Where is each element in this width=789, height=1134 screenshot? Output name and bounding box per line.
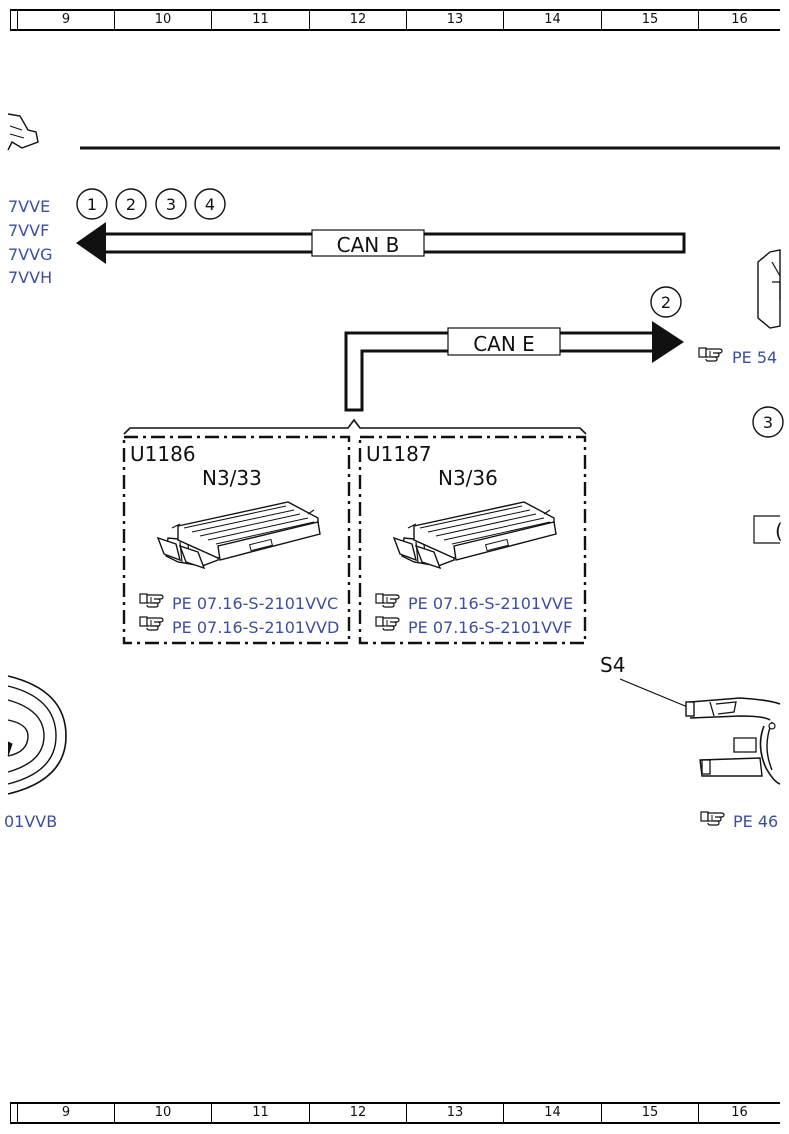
circled-number: 3 [752, 406, 784, 438]
column-ruler-top: 9 10 11 12 13 14 15 16 [10, 9, 780, 31]
pointing-hand-icon [375, 593, 400, 608]
can-b-label: CAN B [337, 233, 400, 257]
ruler-cell: 14 [503, 1104, 601, 1122]
can-b-bus: CAN B [76, 222, 686, 264]
svg-text:(: ( [775, 519, 783, 543]
circled-number: 4 [194, 188, 226, 220]
svg-text:1: 1 [87, 195, 97, 214]
round-component-partial-icon [7, 675, 67, 795]
left-bottom-ref[interactable]: 01VVB [4, 812, 57, 831]
switch-label: S4 [600, 653, 625, 677]
circled-number: 1 [76, 188, 108, 220]
ruler-cell: 10 [114, 1104, 211, 1122]
right-partial-box: ( [753, 515, 783, 544]
right-ref-lower[interactable]: PE 46 [733, 812, 778, 831]
ruler-cell: 9 [17, 1104, 114, 1122]
svg-text:2: 2 [126, 195, 136, 214]
ruler-cell-partial [10, 11, 17, 29]
ruler-cell: 12 [309, 1104, 406, 1122]
can-e-bus: CAN E [344, 321, 684, 412]
ruler-cell-partial [10, 1104, 17, 1122]
ruler-cell: 16 [698, 1104, 780, 1122]
component-code: N3/33 [202, 466, 262, 490]
steering-column-switch-icon [685, 697, 781, 785]
component-u1187: U1187 N3/36 PE 07.16-S-2101VVE PE 07.16-… [358, 435, 587, 645]
ruler-cell: 12 [309, 11, 406, 29]
component-code: N3/36 [438, 466, 498, 490]
switch-leader-line [619, 678, 691, 709]
pointing-hand-icon [700, 811, 725, 826]
left-ref[interactable]: 7VVE [8, 197, 50, 216]
left-ref[interactable]: 7VVG [8, 245, 52, 264]
component-u1186: U1186 N3/33 PE 07.16-S-2101VVC PE 07.16-… [122, 435, 351, 645]
ruler-cell: 14 [503, 11, 601, 29]
column-ruler-bottom: 9 10 11 12 13 14 15 16 [10, 1102, 780, 1124]
svg-text:3: 3 [166, 195, 176, 214]
ruler-cell: 15 [601, 1104, 698, 1122]
ruler-cell: 15 [601, 11, 698, 29]
component-id: U1186 [130, 442, 196, 466]
component-ref[interactable]: PE 07.16-S-2101VVD [172, 618, 339, 637]
can-e-label: CAN E [473, 332, 535, 356]
pointing-hand-icon [139, 616, 164, 631]
left-ref[interactable]: 7VVF [8, 221, 49, 240]
ruler-cell: 11 [211, 11, 309, 29]
pointing-hand-icon [698, 347, 723, 362]
circled-number: 2 [115, 188, 147, 220]
left-ref[interactable]: 7VVH [8, 268, 52, 287]
svg-text:4: 4 [205, 195, 215, 214]
component-ref[interactable]: PE 07.16-S-2101VVC [172, 594, 338, 613]
connector-symbol-icon [7, 113, 39, 151]
pointing-hand-icon [139, 593, 164, 608]
ruler-cell: 11 [211, 1104, 309, 1122]
component-id: U1187 [366, 442, 432, 466]
ruler-cell: 9 [17, 11, 114, 29]
svg-text:3: 3 [763, 413, 773, 432]
pointing-hand-icon [375, 616, 400, 631]
ruler-cell: 16 [698, 11, 780, 29]
circled-number: 2 [650, 286, 682, 318]
component-partial-detail [771, 261, 781, 300]
ruler-cell: 13 [406, 11, 503, 29]
component-ref[interactable]: PE 07.16-S-2101VVE [408, 594, 573, 613]
control-unit-icon [393, 501, 557, 569]
component-partial-icon [757, 249, 781, 329]
ruler-cell: 13 [406, 1104, 503, 1122]
svg-text:2: 2 [661, 293, 671, 312]
component-ref[interactable]: PE 07.16-S-2101VVF [408, 618, 572, 637]
circled-number: 3 [155, 188, 187, 220]
ruler-cell: 10 [114, 11, 211, 29]
group-bracket [123, 418, 587, 435]
right-ref-upper[interactable]: PE 54 [732, 348, 777, 367]
control-unit-icon [157, 501, 321, 569]
